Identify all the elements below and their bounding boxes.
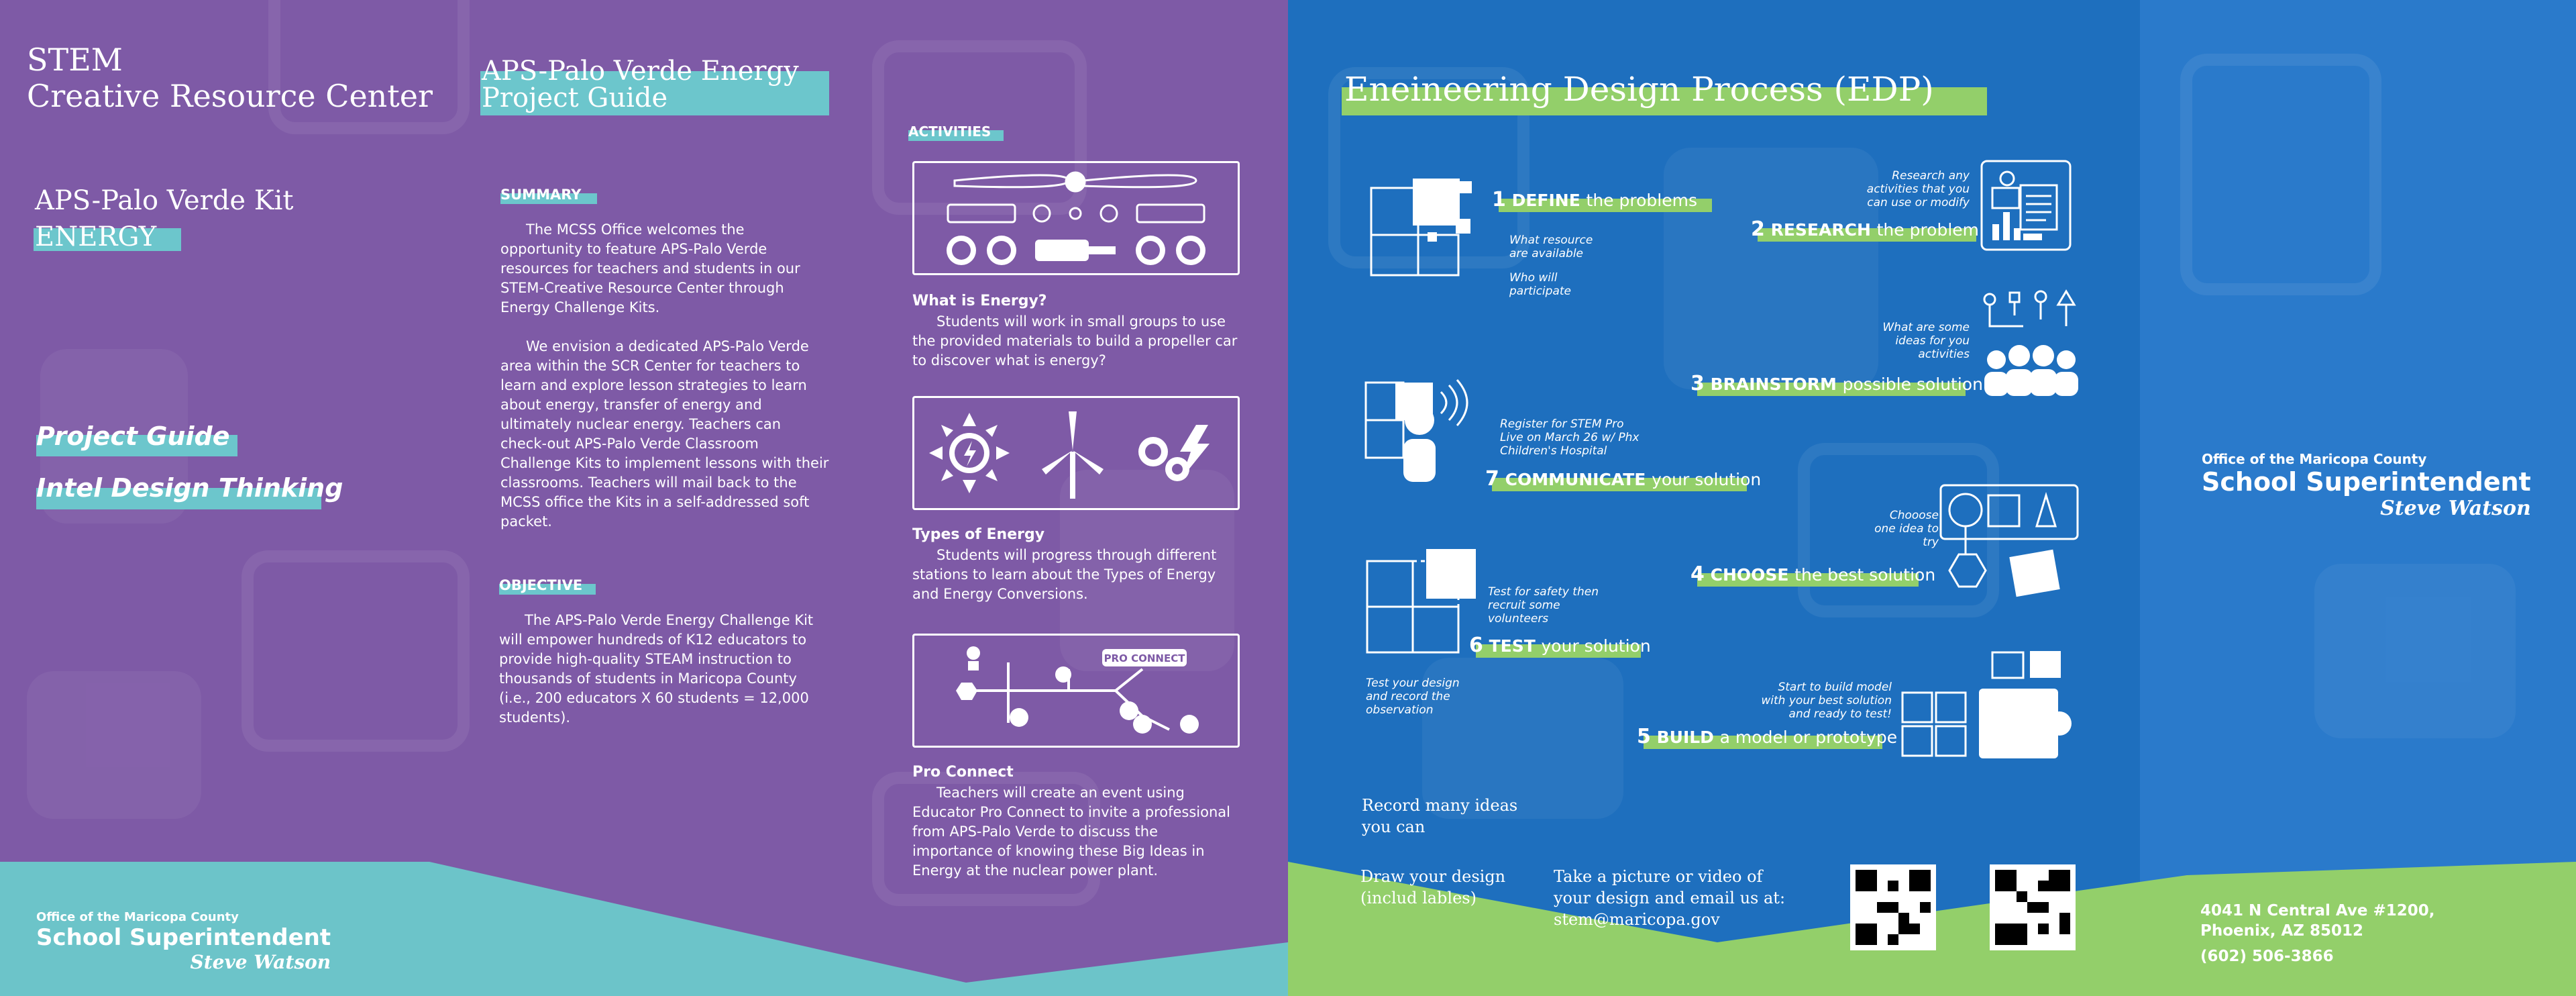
energy-types-illustration <box>912 396 1240 510</box>
energy-types-icon <box>929 411 1210 499</box>
puzzle-bg <box>241 550 470 752</box>
back-logo: Office of the Maricopa County School Sup… <box>2202 451 2531 520</box>
person-broadcast-icon <box>1364 379 1468 482</box>
pro-connect-illustration: PRO CONNECT <box>912 634 1240 748</box>
note-test-record: Test your design and record the observat… <box>1366 677 1460 717</box>
puzzle-bg <box>2180 54 2381 295</box>
objective-heading: OBJECTIVE <box>499 577 828 595</box>
step-2-research: 2 RESEARCH the problem <box>1751 217 1980 242</box>
email-link[interactable]: stem@maricopa.gov <box>1554 910 1720 929</box>
step-4-choose: 4 CHOOSE the best solution <box>1690 562 1936 587</box>
puzzle-bg <box>1328 67 1529 268</box>
team-ideas-icon <box>1983 289 2078 396</box>
define-icon <box>1366 172 1473 279</box>
choose-icon <box>1939 483 2080 597</box>
puzzle-bg <box>1664 148 1878 389</box>
left-spread: STEM Creative Resource Center APS-Palo V… <box>0 0 1288 996</box>
propeller-car-illustration <box>912 161 1240 275</box>
research-icon <box>1979 158 2093 252</box>
kit-title: APS-Palo Verde Kit ENERGY <box>34 185 294 252</box>
puzzle-bg <box>2314 564 2516 738</box>
guide-title: APS-Palo Verde Energy Project Guide <box>480 58 829 115</box>
step-5-build: 5 BUILD a model or prototype <box>1637 725 1898 749</box>
note-define-1: What resource are available <box>1509 234 1593 260</box>
activity-pro-connect: Pro Connect Teachers will create an even… <box>912 764 1230 879</box>
draw-design: Draw your design (includ lables) <box>1360 867 1506 907</box>
step-6-test: 6 TEST your solution <box>1469 634 1651 658</box>
summary-p2: We envision a dedicated APS-Palo Verde a… <box>500 338 829 530</box>
qr-code-icon <box>1995 870 2070 945</box>
contact-info: 4041 N Central Ave #1200, Phoenix, AZ 85… <box>2200 902 2435 965</box>
activity-what-is-energy: What is Energy? Students will work in sm… <box>912 293 1238 368</box>
edp-title: Eneineering Design Process (EDP) <box>1342 70 1987 115</box>
summary-heading: SUMMARY <box>500 187 829 204</box>
test-icon <box>1364 548 1485 662</box>
summary-section: SUMMARY The MCSS Office welcomes the opp… <box>500 187 829 532</box>
puzzle-test-icon <box>1366 549 1476 654</box>
qr-code-1[interactable] <box>1850 864 1936 950</box>
puzzle-build-icon <box>1901 651 2072 758</box>
activity-types-of-energy: Types of Energy Students will progress t… <box>912 526 1217 602</box>
email-instructions: Take a picture or video of your design a… <box>1554 866 1795 930</box>
puzzle-bg <box>1060 470 1234 671</box>
puzzle-bg <box>268 0 470 134</box>
puzzle-define-icon <box>1370 179 1472 277</box>
qr-code-2[interactable] <box>1990 864 2076 950</box>
note-brainstorm: What are some ideas for you activities <box>1882 321 1970 361</box>
note-communicate: Register for STEM Pro Live on March 26 w… <box>1500 417 1640 458</box>
record-ideas: Record many ideas you can <box>1362 796 1518 836</box>
brainstorm-icon <box>1976 286 2084 400</box>
propeller-car-icon <box>947 171 1205 265</box>
activities-heading: ACTIVITIES <box>908 123 1004 141</box>
puzzle-bg <box>872 772 1100 906</box>
link-project-guide[interactable]: Project Guide <box>36 421 237 456</box>
note-test: Test for safety then recruit some volunt… <box>1488 585 1599 626</box>
back-cover <box>2140 0 2576 996</box>
summary-p1: The MCSS Office welcomes the opportunity… <box>500 221 800 315</box>
puzzle-bg <box>1422 658 1623 819</box>
step-7-communicate: 7 COMMUNICATE your solution <box>1485 467 1762 491</box>
communicate-icon <box>1362 379 1483 486</box>
note-build: Start to build model with your best solu… <box>1761 681 1892 721</box>
step-1-define: 1 DEFINE the problems <box>1492 188 1712 212</box>
objective-section: OBJECTIVE The APS-Palo Verde Energy Chal… <box>499 577 828 728</box>
brand-title: STEM Creative Resource Center <box>27 42 433 114</box>
clipboard-chart-icon <box>1980 160 2072 251</box>
network-icon: PRO CONNECT <box>956 646 1199 734</box>
footer-logo: Office of the Maricopa County School Sup… <box>36 910 331 973</box>
note-research: Research any activities that you can use… <box>1866 169 1970 209</box>
note-define-2: Who will participate <box>1509 271 1571 298</box>
phone-number[interactable]: (602) 506-3866 <box>2200 948 2334 965</box>
pro-connect-badge: PRO CONNECT <box>1104 652 1186 664</box>
objective-p: The APS-Palo Verde Energy Challenge Kit … <box>499 612 814 726</box>
step-3-brainstorm: 3 BRAINSTORM possible solution <box>1690 372 1983 396</box>
right-spread: Eneineering Design Process (EDP) 1 DEFIN… <box>1288 0 2576 996</box>
build-icon <box>1898 646 2073 760</box>
puzzle-bg <box>27 671 201 819</box>
note-choose: Chooose one idea to try <box>1874 509 1939 549</box>
link-intel-design-thinking[interactable]: Intel Design Thinking <box>36 473 343 509</box>
qr-code-icon <box>1856 870 1931 945</box>
shapes-choose-icon <box>1939 484 2079 597</box>
